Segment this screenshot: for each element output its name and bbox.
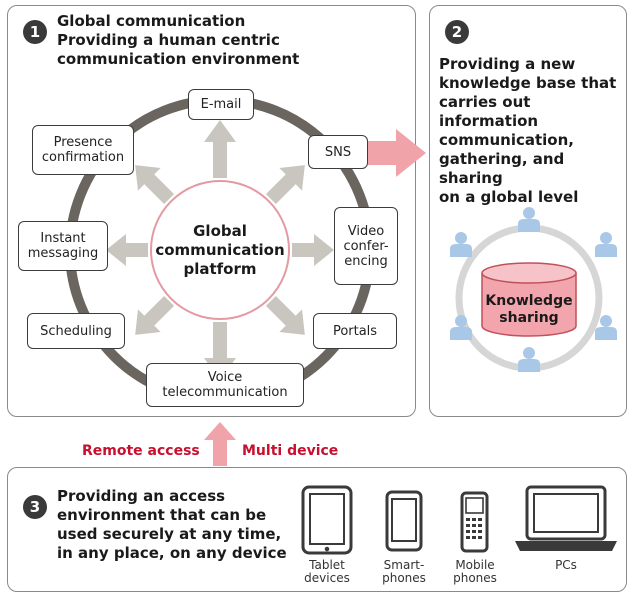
person-icon-top xyxy=(518,207,540,232)
person-icon-downright xyxy=(595,315,617,340)
node-instant-messaging: Instant messaging xyxy=(18,221,108,271)
node-voice: Voice telecommunication xyxy=(146,363,304,407)
platform-hub: Global communication platform xyxy=(150,180,290,320)
step-badge-3: 3 xyxy=(23,495,47,519)
node-portals: Portals xyxy=(313,313,397,349)
panel1-heading: Global communication Providing a human c… xyxy=(57,12,300,68)
person-icon-downleft xyxy=(450,315,472,340)
multi-device-label: Multi device xyxy=(242,443,339,459)
mobile-phone-label: Mobile phones xyxy=(453,558,497,585)
spoke-arrow-upleft xyxy=(135,165,175,205)
pc-icon xyxy=(515,485,617,551)
pc-label: PCs xyxy=(555,558,577,572)
node-scheduling: Scheduling xyxy=(27,313,125,349)
mobile-phone-icon xyxy=(460,491,489,553)
spoke-arrow-downright xyxy=(265,295,305,335)
node-video-conferencing: Video confer- encing xyxy=(334,207,398,285)
step-badge-1: 1 xyxy=(23,20,47,44)
access-up-arrow xyxy=(204,422,236,466)
knowledge-sharing-label: Knowledge sharing xyxy=(485,293,573,326)
remote-access-label: Remote access xyxy=(82,443,200,459)
smartphone-label: Smart- phones xyxy=(382,558,426,585)
tablet-label: Tablet devices xyxy=(304,558,350,585)
node-presence: Presence confirmation xyxy=(32,125,134,175)
tablet-icon xyxy=(301,485,353,555)
node-email: E-mail xyxy=(188,89,254,120)
panel3-heading: Providing an access environment that can… xyxy=(57,487,287,562)
step-badge-2: 2 xyxy=(445,20,469,44)
people-group xyxy=(450,207,617,372)
node-sns: SNS xyxy=(308,135,368,169)
spoke-arrow-upright xyxy=(265,165,305,205)
person-icon-bottom xyxy=(518,347,540,372)
person-icon-upleft xyxy=(450,232,472,257)
person-icon-upright xyxy=(595,232,617,257)
database-icon xyxy=(481,262,577,337)
spoke-arrow-up xyxy=(204,120,236,178)
spoke-arrow-left xyxy=(106,234,148,266)
spoke-arrow-right xyxy=(292,234,334,266)
spoke-arrow-downleft xyxy=(135,295,175,335)
sns-to-knowledge-arrow xyxy=(368,129,426,177)
smartphone-icon xyxy=(385,490,423,552)
panel2-heading: Providing a new knowledge base that carr… xyxy=(439,55,617,206)
